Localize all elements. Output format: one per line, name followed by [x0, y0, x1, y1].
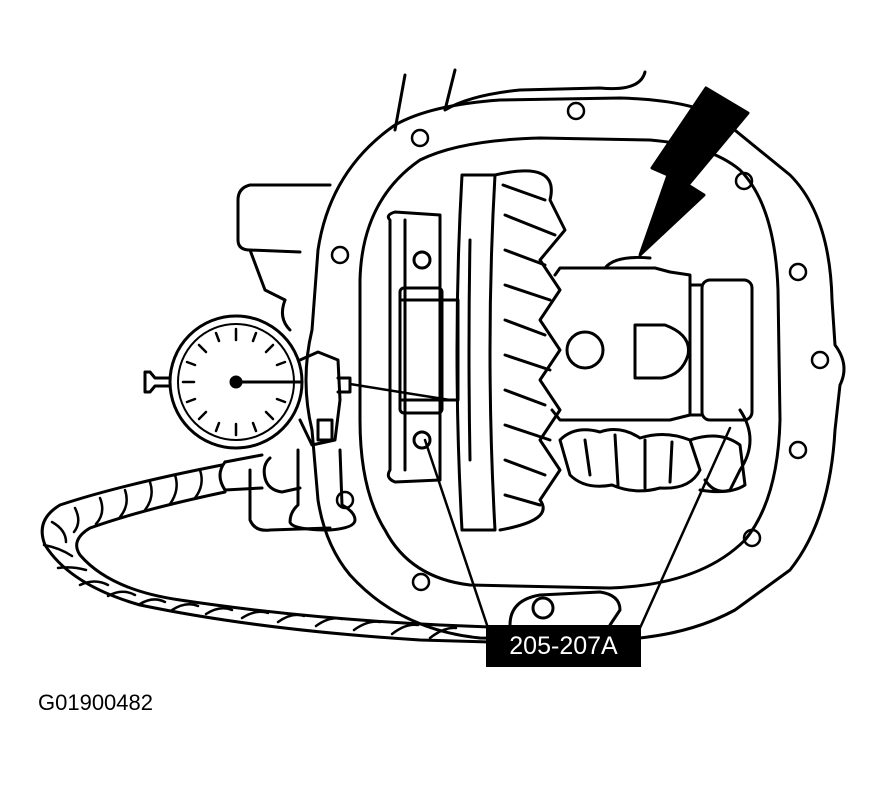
left-bearing-cap [386, 210, 442, 484]
ring-gear [455, 169, 567, 532]
pinion-gear [558, 428, 747, 494]
tool-callout-label: 205-207A [486, 625, 641, 667]
gauge-plunger [348, 382, 452, 402]
case-window-round [565, 330, 605, 370]
housing-cover-outline [304, 96, 846, 642]
bottom-fitting [508, 590, 622, 627]
dial-indicator-icon [143, 314, 452, 450]
cover-bolt-holes [330, 101, 830, 592]
callout-leaders [423, 426, 732, 630]
differential-case [550, 256, 692, 422]
left-mount [236, 183, 332, 532]
housing-inner-opening [358, 136, 782, 590]
housing-right-rib [703, 408, 752, 493]
case-window-d [633, 323, 691, 380]
figure-id: G01900482 [38, 690, 153, 715]
right-carrier-bearing [688, 278, 754, 422]
flexible-arm [40, 463, 492, 644]
pointer-arrow-icon [638, 86, 750, 257]
magnetic-base [218, 448, 357, 532]
